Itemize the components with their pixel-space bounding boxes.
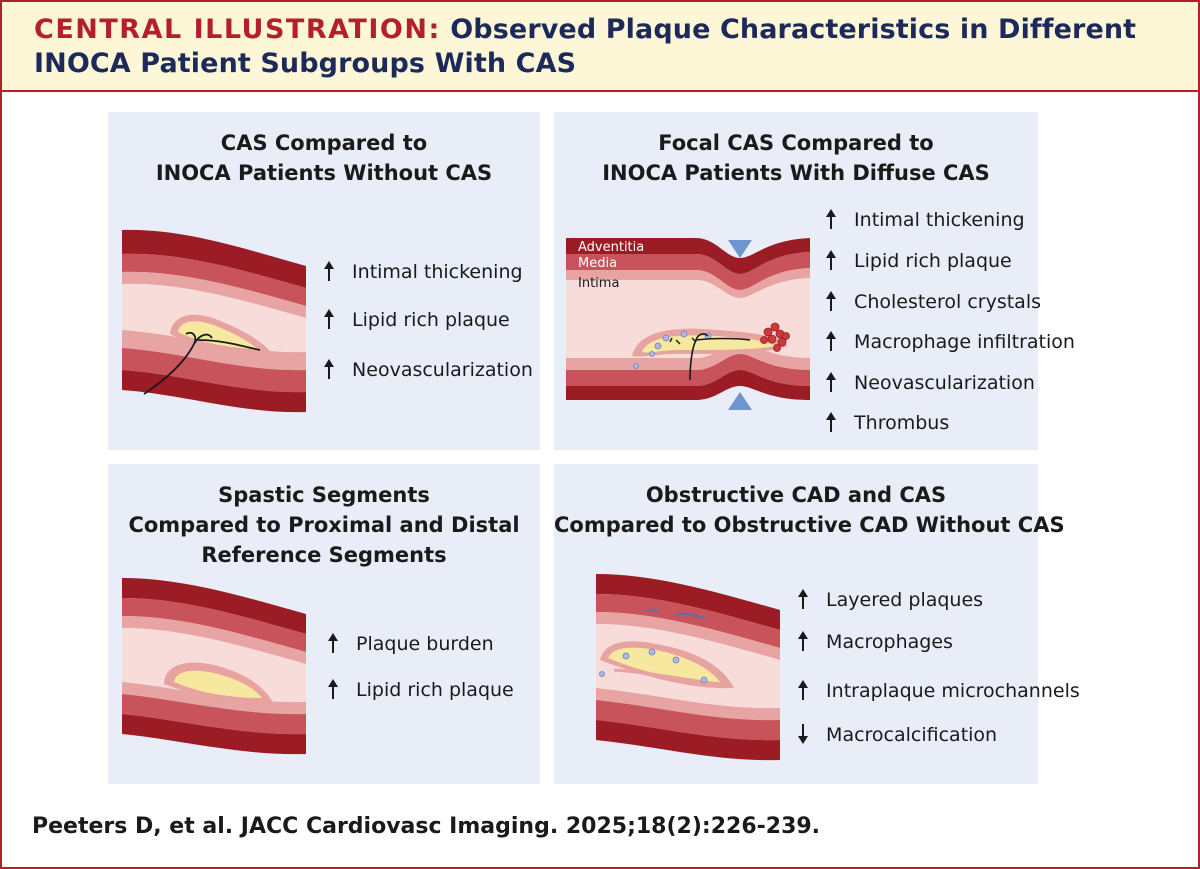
macrophages (599, 648, 708, 684)
header: CENTRAL ILLUSTRATION: Observed Plaque Ch… (2, 2, 1198, 92)
finding-item: Neovascularization (826, 371, 1035, 395)
intraplaque-microchannels (645, 608, 707, 619)
finding-label: Neovascularization (352, 359, 533, 381)
lipid-core (608, 647, 720, 682)
figure-title-line-1: CENTRAL ILLUSTRATION: Observed Plaque Ch… (34, 14, 1136, 45)
arrow-up-icon (798, 630, 820, 654)
constriction-marker-icon (728, 392, 752, 410)
panel-title-line: CAS Compared to (220, 131, 428, 155)
finding-label: Lipid rich plaque (352, 309, 510, 331)
arrow-up-icon (328, 632, 350, 656)
panel-title-line: Compared to Proximal and Distal (128, 513, 520, 537)
finding-item: Neovascularization (324, 358, 533, 382)
arrow-up-icon (826, 330, 848, 354)
constriction-marker-icon (728, 240, 752, 258)
arrow-up-icon (826, 208, 848, 232)
arrow-up-icon (798, 588, 820, 612)
finding-item: Macrocalcification (798, 723, 997, 747)
adventitia-label: Adventitia (578, 240, 644, 255)
finding-item: Lipid rich plaque (328, 678, 514, 702)
panel-focal-vs-diffuse-cas: Focal CAS Compared to INOCA Patients Wit… (554, 112, 1075, 450)
plaque-layer (613, 668, 721, 686)
finding-item: Macrophages (798, 630, 953, 654)
artery-illustration (122, 229, 306, 413)
panel-title-line: Spastic Segments (218, 483, 430, 507)
finding-item: Macrophage infiltration (826, 330, 1075, 354)
panel-title: CAS Compared to INOCA Patients Without C… (108, 128, 540, 188)
finding-item: Cholesterol crystals (826, 290, 1041, 314)
arrow-up-icon (826, 371, 848, 395)
finding-item: Intraplaque microchannels (798, 679, 1080, 703)
central-illustration-label: CENTRAL ILLUSTRATION: (34, 14, 441, 45)
panel-title-line: Focal CAS Compared to (658, 131, 934, 155)
arrow-up-icon (826, 411, 848, 435)
finding-item: Lipid rich plaque (826, 249, 1012, 273)
panel-title: Obstructive CAD and CAS Compared to Obst… (554, 480, 1065, 540)
panel-title-line: Obstructive CAD and CAS (645, 483, 947, 507)
arrow-up-icon (324, 308, 346, 332)
panel-title: Spastic Segments Compared to Proximal an… (108, 480, 540, 570)
artery-illustration (596, 574, 780, 761)
neovessel (143, 331, 261, 395)
artery-illustration (122, 578, 306, 755)
finding-label: Thrombus (854, 412, 950, 434)
finding-item: Intimal thickening (826, 208, 1025, 232)
lipid-core (174, 670, 262, 698)
artery-illustration: Adventitia Media Intima (566, 238, 810, 410)
panel-title-line: INOCA Patients Without CAS (155, 161, 493, 185)
arrow-up-icon (328, 678, 350, 702)
arrow-up-icon (324, 260, 346, 284)
arrow-down-icon (798, 723, 820, 747)
panel-title-line: Compared to Obstructive CAD Without CAS (554, 513, 1065, 537)
finding-label: Macrophages (826, 631, 953, 653)
finding-label: Layered plaques (826, 589, 984, 611)
figure-title-line-2: INOCA Patient Subgroups With CAS (34, 48, 577, 79)
arrow-up-icon (798, 679, 820, 703)
finding-item: Layered plaques (798, 588, 983, 612)
citation: Peeters D, et al. JACC Cardiovasc Imagin… (32, 814, 821, 839)
finding-label: Lipid rich plaque (356, 679, 514, 701)
panel-obstructive-cad-cas: Obstructive CAD and CAS Compared to Obst… (554, 464, 1080, 784)
panel-spastic-vs-reference: Spastic Segments Compared to Proximal an… (108, 464, 540, 784)
panel-title: Focal CAS Compared to INOCA Patients Wit… (554, 128, 1038, 188)
panel-cas-vs-no-cas: CAS Compared to INOCA Patients Without C… (108, 112, 540, 450)
arrow-up-icon (324, 358, 346, 382)
finding-label: Intraplaque microchannels (826, 680, 1080, 702)
finding-item: Thrombus (826, 411, 949, 435)
finding-label: Cholesterol crystals (854, 291, 1041, 313)
thrombus (760, 322, 790, 352)
finding-item: Intimal thickening (324, 260, 523, 284)
finding-item: Plaque burden (328, 632, 494, 656)
lipid-core (178, 321, 258, 349)
finding-label: Intimal thickening (352, 261, 523, 283)
arrow-up-icon (826, 249, 848, 273)
panel-title-line: INOCA Patients With Diffuse CAS (602, 161, 990, 185)
figure-title-text: Observed Plaque Characteristics in Diffe… (450, 14, 1137, 45)
intima-label: Intima (578, 276, 619, 291)
finding-label: Macrocalcification (826, 724, 998, 746)
finding-label: Macrophage infiltration (854, 331, 1075, 353)
neovessel (689, 333, 751, 381)
arrow-up-icon (826, 290, 848, 314)
panel-title-line: Reference Segments (201, 543, 447, 567)
finding-label: Plaque burden (356, 633, 494, 655)
finding-label: Neovascularization (854, 372, 1035, 394)
finding-item: Lipid rich plaque (324, 308, 510, 332)
finding-label: Lipid rich plaque (854, 250, 1012, 272)
finding-label: Intimal thickening (854, 209, 1025, 231)
media-label: Media (578, 256, 617, 271)
